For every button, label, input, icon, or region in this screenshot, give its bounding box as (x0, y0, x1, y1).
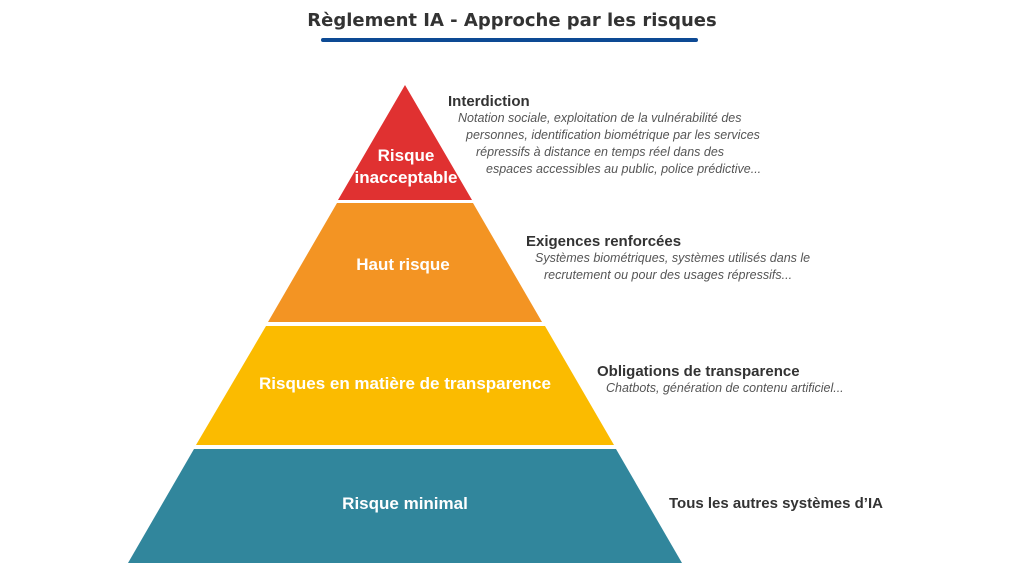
desc-line: Systèmes biométriques, systèmes utilisés… (535, 251, 811, 265)
tier-transparency (196, 326, 614, 445)
desc-unacceptable: Interdiction Notation sociale, exploitat… (448, 93, 761, 178)
desc-heading: Obligations de transparence (597, 363, 800, 380)
tier-label-unacceptable-2: inacceptable (355, 168, 458, 187)
tier-label-minimal: Risque minimal (342, 494, 468, 513)
tier-label-unacceptable-1: Risque (378, 146, 435, 165)
desc-heading: Tous les autres systèmes d’IA (669, 495, 883, 512)
tier-label-high: Haut risque (356, 255, 450, 274)
desc-heading: Interdiction (448, 93, 530, 110)
tier-high (268, 203, 542, 322)
desc-transparency: Obligations de transparence Chatbots, gé… (597, 363, 844, 397)
desc-line: personnes, identification biométrique pa… (466, 128, 760, 142)
desc-heading: Exigences renforcées (526, 233, 682, 250)
desc-line: répressifs à distance en temps réel dans… (476, 145, 725, 159)
desc-high: Exigences renforcées Systèmes biométriqu… (526, 233, 810, 284)
desc-minimal: Tous les autres systèmes d’IA (669, 495, 883, 512)
tier-minimal (128, 449, 682, 563)
tier-unacceptable (338, 85, 472, 200)
tier-label-transparency: Risques en matière de transparence (259, 374, 551, 393)
title-underline (321, 38, 698, 42)
page-title: Règlement IA - Approche par les risques (307, 10, 717, 31)
desc-line: Notation sociale, exploitation de la vul… (458, 111, 742, 125)
desc-line: recrutement ou pour des usages répressif… (544, 268, 793, 282)
desc-line: Chatbots, génération de contenu artifici… (606, 381, 844, 395)
desc-line: espaces accessibles au public, police pr… (486, 162, 762, 176)
